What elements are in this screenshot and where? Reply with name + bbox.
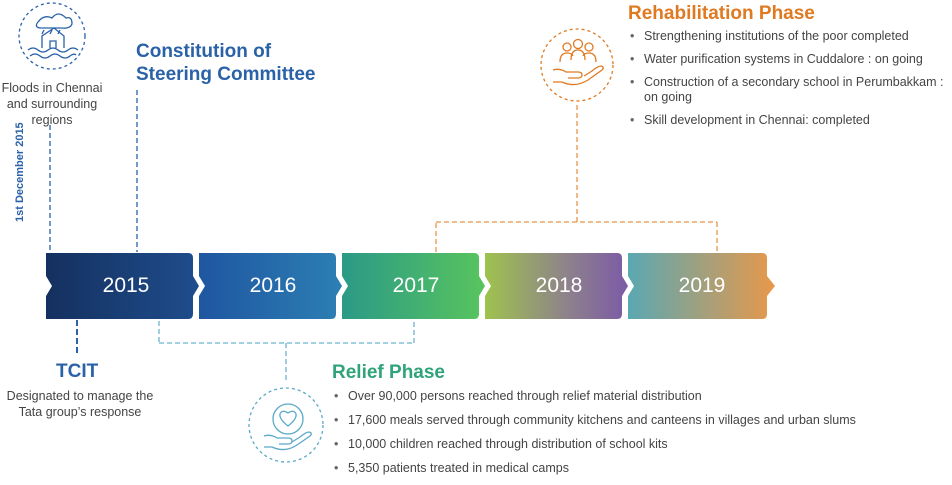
segment-2018 (485, 253, 628, 319)
rehabilitation-list: Strengthening institutions of the poor c… (628, 29, 950, 136)
segment-2019 (628, 253, 775, 319)
tcit-caption: Designated to manage the Tata group’s re… (6, 389, 154, 419)
rehabilitation-item: Skill development in Chennai: completed (628, 113, 950, 128)
year-label-2018: 2018 (535, 274, 583, 297)
flood-house-icon (18, 2, 86, 70)
rehabilitation-item: Water purification systems in Cuddalore … (628, 52, 950, 67)
heart-in-hand-icon (248, 387, 324, 463)
relief-list: Over 90,000 persons reached through reli… (332, 389, 942, 485)
segment-2016 (199, 253, 342, 319)
rehabilitation-item: Construction of a secondary school in Pe… (628, 75, 950, 105)
rehab-bracket (435, 104, 718, 252)
relief-title: Relief Phase (332, 362, 445, 383)
tcit-title: TCIT (56, 361, 99, 382)
relief-item: Over 90,000 persons reached through reli… (332, 389, 942, 404)
relief-bracket (158, 321, 415, 380)
floods-date: 1st December 2015 (14, 122, 26, 222)
rehabilitation-item: Strengthening institutions of the poor c… (628, 29, 950, 44)
relief-item: 10,000 children reached through distribu… (332, 437, 942, 452)
year-label-2019: 2019 (678, 274, 726, 297)
people-in-hand-icon (540, 28, 614, 102)
year-label-2016: 2016 (249, 274, 297, 297)
relief-item: 5,350 patients treated in medical camps (332, 461, 942, 476)
year-label-2017: 2017 (392, 274, 440, 297)
floods-caption: Floods in Chennai and surrounding region… (1, 81, 103, 127)
year-label-2015: 2015 (102, 274, 150, 297)
rehabilitation-title: Rehabilitation Phase (628, 3, 815, 24)
segment-2017 (342, 253, 485, 319)
relief-item: 17,600 meals served through community ki… (332, 413, 942, 428)
steering-committee-title: Constitution of Steering Committee (136, 41, 316, 85)
segment-2015 (46, 253, 199, 319)
